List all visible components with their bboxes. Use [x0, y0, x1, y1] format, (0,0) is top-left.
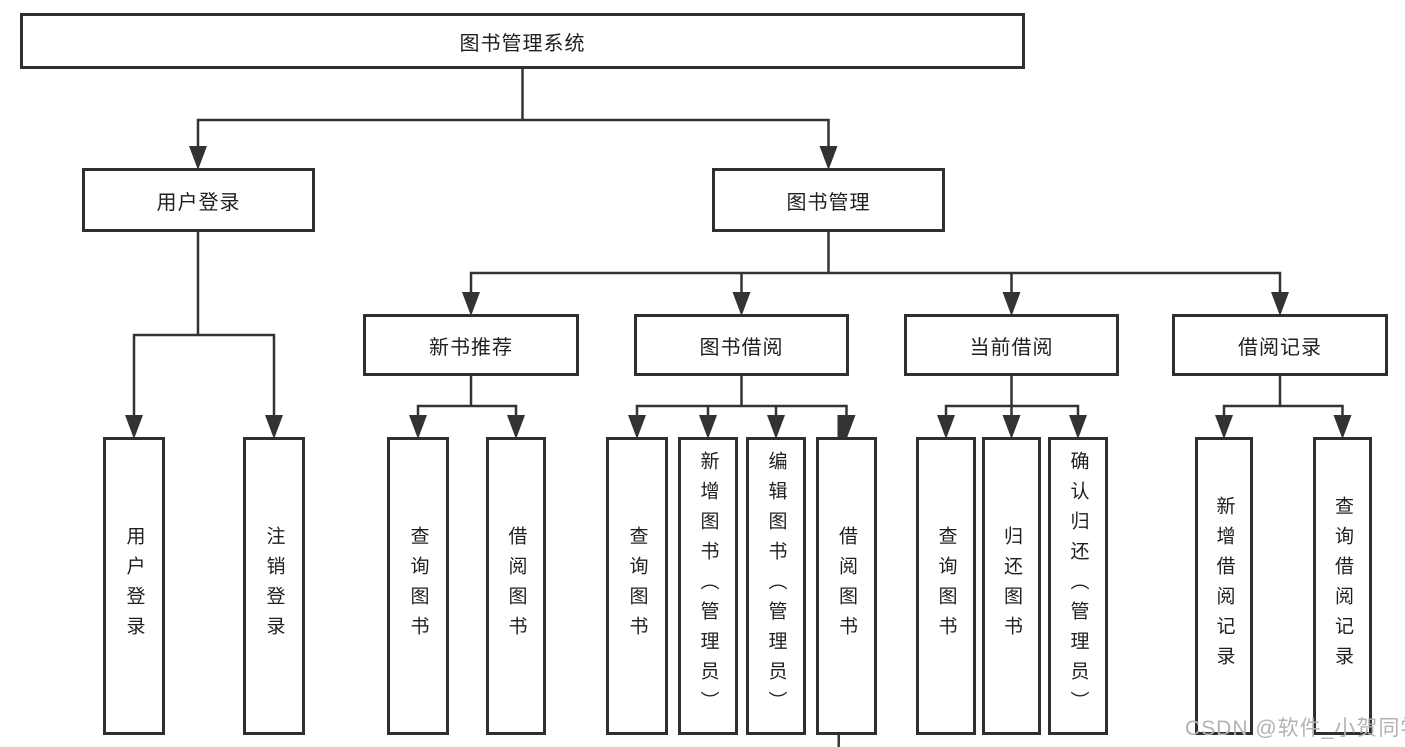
node-box-leaf-cur-query-books: 查询图书 — [916, 437, 976, 735]
node-box-new-book-recommend: 新书推荐 — [363, 314, 579, 376]
node-label-system-root: 图书管理系统 — [459, 32, 586, 55]
node-label-leaf-bb-query-books: 查询图书 — [626, 526, 648, 646]
csdn-watermark: CSDN @软件_小贺同学 — [1185, 717, 1405, 740]
node-box-leaf-bb-query-books: 查询图书 — [606, 437, 668, 735]
node-box-book-borrow: 图书借阅 — [634, 314, 849, 376]
node-box-leaf-query-borrow-record: 查询借阅记录 — [1313, 437, 1372, 735]
node-label-leaf-logout: 注销登录 — [263, 526, 285, 646]
node-label-new-book-recommend: 新书推荐 — [429, 336, 513, 359]
node-label-leaf-rec-query-books: 查询图书 — [407, 526, 429, 646]
node-box-leaf-bb-borrow-books: 借阅图书 — [816, 437, 877, 735]
node-label-book-management: 图书管理 — [786, 191, 871, 214]
node-box-leaf-logout: 注销登录 — [243, 437, 305, 735]
node-box-system-root: 图书管理系统 — [20, 13, 1025, 69]
node-box-borrow-records: 借阅记录 — [1172, 314, 1388, 376]
node-label-leaf-cur-query-books: 查询图书 — [935, 526, 957, 646]
node-label-leaf-cur-return-books: 归还图书 — [1001, 526, 1022, 646]
node-label-borrow-records: 借阅记录 — [1238, 336, 1322, 359]
node-box-leaf-cur-confirm-return-admin: 确认归还（管理员） — [1048, 437, 1108, 735]
node-box-current-borrow: 当前借阅 — [904, 314, 1119, 376]
node-box-leaf-cur-return-books: 归还图书 — [982, 437, 1041, 735]
node-label-book-borrow: 图书借阅 — [699, 336, 784, 359]
node-label-leaf-bb-add-books-admin: 新增图书（管理员） — [697, 451, 719, 721]
node-box-leaf-bb-edit-books-admin: 编辑图书（管理员） — [746, 437, 806, 735]
node-label-current-borrow: 当前借阅 — [969, 336, 1054, 359]
node-label-leaf-bb-borrow-books: 借阅图书 — [836, 526, 857, 646]
node-box-book-management: 图书管理 — [712, 168, 945, 232]
node-label-leaf-cur-confirm-return-admin: 确认归还（管理员） — [1067, 451, 1089, 721]
node-box-user-login: 用户登录 — [82, 168, 315, 232]
node-box-leaf-user-login: 用户登录 — [103, 437, 165, 735]
node-label-user-login: 用户登录 — [156, 191, 241, 214]
node-label-leaf-add-borrow-record: 新增借阅记录 — [1213, 496, 1235, 676]
node-label-leaf-query-borrow-record: 查询借阅记录 — [1332, 496, 1353, 676]
node-label-leaf-user-login: 用户登录 — [123, 526, 145, 646]
node-box-leaf-rec-borrow-books: 借阅图书 — [486, 437, 546, 735]
node-box-leaf-rec-query-books: 查询图书 — [387, 437, 449, 735]
node-label-leaf-bb-edit-books-admin: 编辑图书（管理员） — [765, 451, 787, 721]
node-box-leaf-add-borrow-record: 新增借阅记录 — [1195, 437, 1253, 735]
node-box-leaf-bb-add-books-admin: 新增图书（管理员） — [678, 437, 738, 735]
node-label-leaf-rec-borrow-books: 借阅图书 — [505, 526, 527, 646]
